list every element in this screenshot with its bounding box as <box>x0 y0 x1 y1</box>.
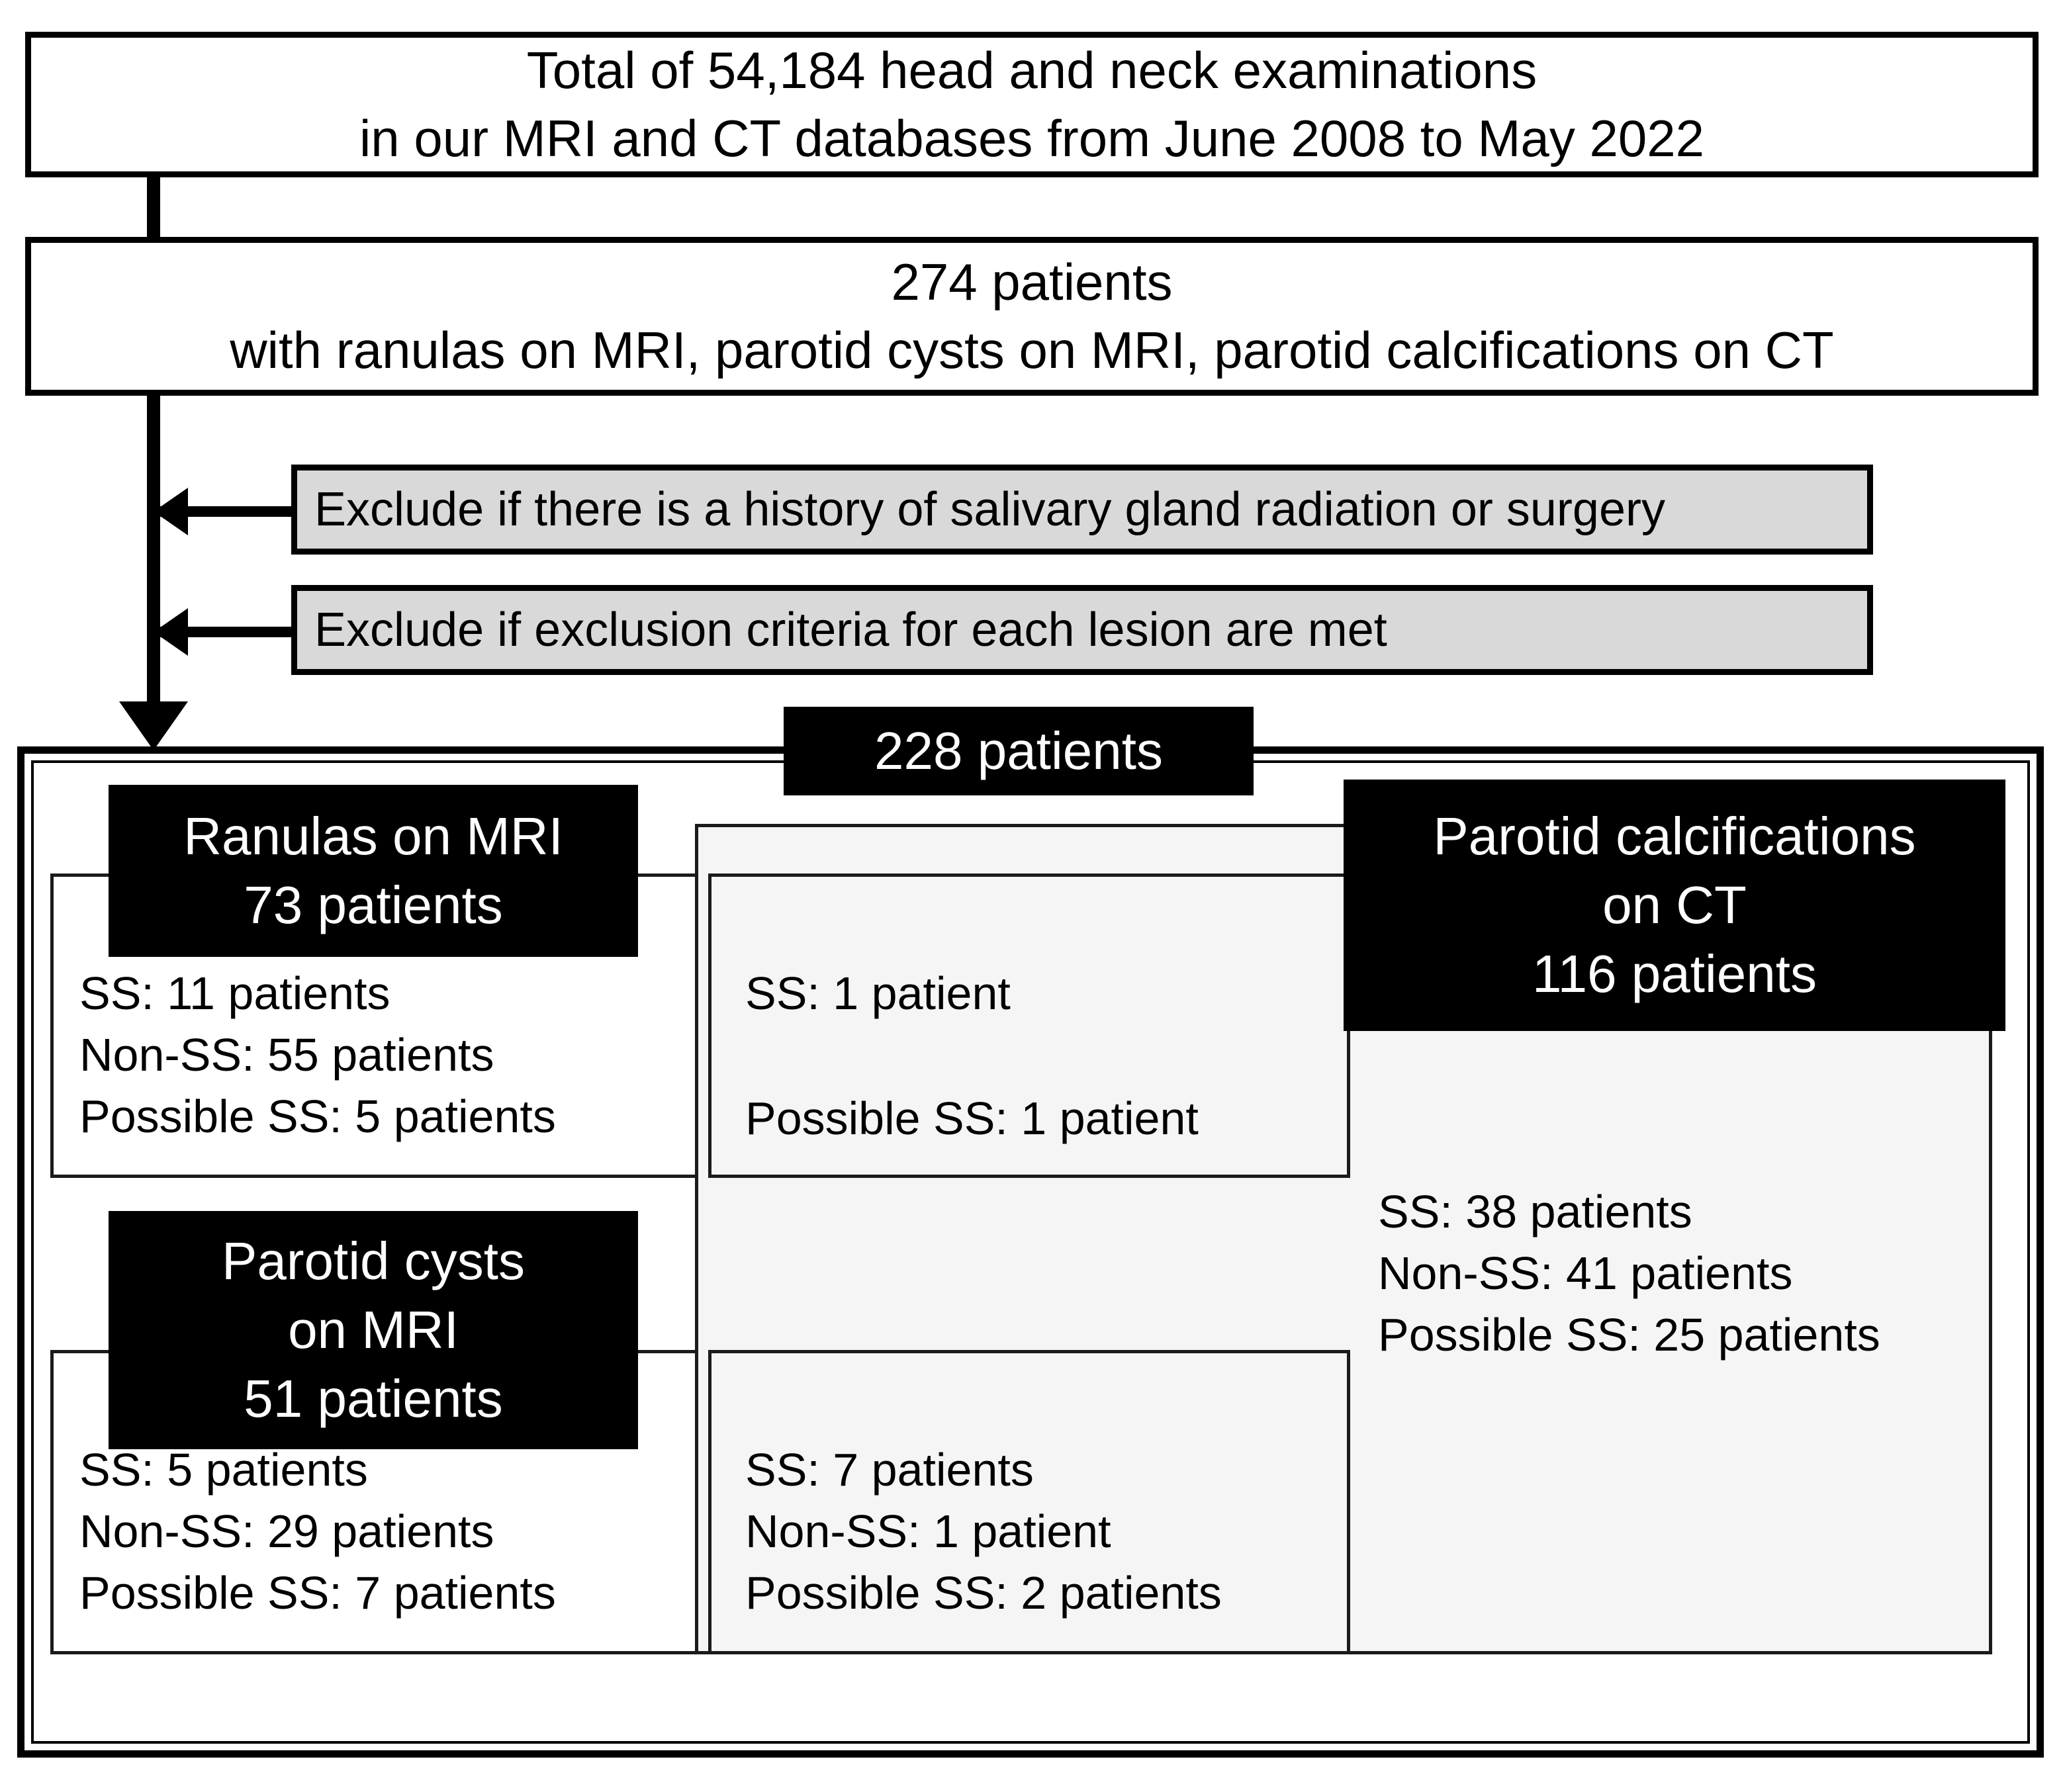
stats-ranulas: SS: 11 patients Non-SS: 55 patients Poss… <box>79 963 556 1147</box>
stats-overlap-top-ss: SS: 1 patient <box>745 967 1011 1019</box>
stats-overlap-top-possiblss: Possible SS: 1 patient <box>745 1093 1199 1145</box>
connector-exclusion-2-arrowhead <box>154 608 188 656</box>
connector-top-to-second <box>147 177 160 237</box>
plate-ranulas-title: Ranulas on MRI <box>183 807 563 866</box>
plate-parotid-calcifications: Parotid calcifications on CT 116 patient… <box>1344 780 2005 1031</box>
stats-overlap-top-spacer <box>745 1024 1199 1088</box>
connector-exclusion-1-arrowhead <box>154 488 188 535</box>
eligible-patients-count: 274 patients <box>891 253 1173 312</box>
stats-overlap-bottom-ss: SS: 7 patients <box>745 1444 1034 1496</box>
stats-overlap-top: SS: 1 patient Possible SS: 1 patient <box>745 963 1199 1149</box>
connector-exclusion-1-line <box>160 506 299 517</box>
exclusion-label-2: Exclude if exclusion criteria for each l… <box>314 604 1387 656</box>
overlap-box-ranulas-calcifications <box>708 874 1350 1178</box>
stats-calc-nonss: Non-SS: 41 patients <box>1378 1247 1793 1300</box>
eligible-patients-box: 274 patients with ranulas on MRI, paroti… <box>25 237 2039 396</box>
exclusion-label-1: Exclude if there is a history of salivar… <box>314 483 1665 536</box>
connector-arrowhead-down <box>119 701 188 750</box>
stats-overlap-bottom-nonss: Non-SS: 1 patient <box>745 1505 1111 1558</box>
total-examinations-line-2: in our MRI and CT databases from June 20… <box>359 109 1705 167</box>
connector-exclusion-2-line <box>160 627 299 637</box>
total-examinations-line-1: Total of 54,184 head and neck examinatio… <box>526 41 1537 100</box>
stats-overlap-bottom-possiblss: Possible SS: 2 patients <box>745 1567 1222 1619</box>
stats-cysts-possiblss: Possible SS: 7 patients <box>79 1567 556 1619</box>
stats-cysts-nonss: Non-SS: 29 patients <box>79 1505 494 1558</box>
stats-ranulas-possiblss: Possible SS: 5 patients <box>79 1091 556 1143</box>
stats-calc-ss: SS: 38 patients <box>1378 1186 1692 1237</box>
cohort-label: 228 patients <box>874 721 1163 780</box>
total-examinations-box: Total of 54,184 head and neck examinatio… <box>25 32 2039 177</box>
plate-ranulas: Ranulas on MRI 73 patients <box>109 785 638 957</box>
plate-calc-count: 116 patients <box>1532 944 1817 1003</box>
exclusion-box-criteria: Exclude if exclusion criteria for each l… <box>291 585 1873 675</box>
eligible-patients-description: with ranulas on MRI, parotid cysts on MR… <box>230 321 1834 379</box>
plate-cysts-count: 51 patients <box>244 1369 503 1428</box>
stats-parotid-cysts: SS: 5 patients Non-SS: 29 patients Possi… <box>79 1439 556 1624</box>
exclusion-box-radiation-surgery: Exclude if there is a history of salivar… <box>291 465 1873 555</box>
overlap-box-cysts-calcifications <box>708 1350 1350 1654</box>
plate-ranulas-count: 73 patients <box>244 875 503 934</box>
stats-cysts-ss: SS: 5 patients <box>79 1444 368 1496</box>
plate-cysts-title-2: on MRI <box>288 1300 459 1359</box>
plate-calc-title-2: on CT <box>1602 875 1747 934</box>
stats-overlap-bottom: SS: 7 patients Non-SS: 1 patient Possibl… <box>745 1439 1222 1624</box>
plate-parotid-cysts: Parotid cysts on MRI 51 patients <box>109 1211 638 1449</box>
stats-ranulas-nonss: Non-SS: 55 patients <box>79 1029 494 1081</box>
plate-cysts-title-1: Parotid cysts <box>222 1232 525 1290</box>
cohort-label-plate: 228 patients <box>784 707 1254 795</box>
connector-main-trunk <box>147 396 160 707</box>
stats-parotid-calcifications: SS: 38 patients Non-SS: 41 patients Poss… <box>1378 1181 1880 1366</box>
stats-ranulas-ss: SS: 11 patients <box>79 967 390 1019</box>
stats-calc-possiblss: Possible SS: 25 patients <box>1378 1309 1880 1361</box>
plate-calc-title-1: Parotid calcifications <box>1433 807 1916 866</box>
